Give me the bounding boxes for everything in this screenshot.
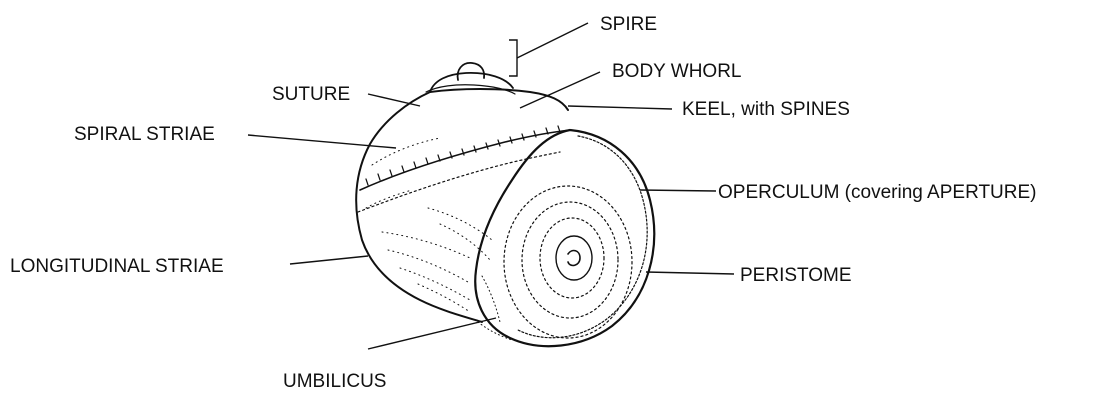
- labels: SPIRE BODY WHORL SUTURE KEEL, with SPINE…: [10, 14, 1037, 392]
- aperture-outline: [475, 130, 654, 346]
- keel-leader: [568, 106, 672, 109]
- label-umbilicus: UMBILICUS: [283, 371, 386, 392]
- operculum-leader: [640, 190, 716, 191]
- spire-leader: [517, 23, 588, 58]
- keel-band-lower: [358, 152, 560, 212]
- shell-outline: [356, 92, 482, 322]
- label-spire: SPIRE: [600, 14, 657, 35]
- body-whorl-top: [430, 89, 568, 110]
- label-body-whorl: BODY WHORL: [612, 61, 742, 82]
- longitudinal-striae: [382, 208, 492, 312]
- longitudinal-striae-leader: [290, 256, 368, 264]
- peristome-leader: [646, 272, 734, 274]
- peristome-rim: [518, 136, 647, 338]
- keel-band-upper: [360, 130, 570, 190]
- operculum-ring-4: [556, 236, 592, 280]
- operculum-nucleus: [568, 251, 580, 266]
- label-longitudinal-striae: LONGITUDINAL STRIAE: [10, 256, 224, 277]
- label-suture: SUTURE: [272, 84, 350, 105]
- label-keel: KEEL, with SPINES: [682, 99, 850, 120]
- label-spiral-striae: SPIRAL STRIAE: [74, 124, 215, 145]
- spire-apex: [458, 63, 485, 80]
- spire-bracket: [509, 40, 517, 76]
- suture-leader: [368, 94, 420, 106]
- label-operculum: OPERCULUM (covering APERTURE): [718, 182, 1037, 203]
- shell-drawing: [356, 63, 654, 346]
- label-peristome: PERISTOME: [740, 265, 852, 286]
- umbilicus-leader: [368, 318, 496, 349]
- operculum-ring-3: [540, 218, 604, 298]
